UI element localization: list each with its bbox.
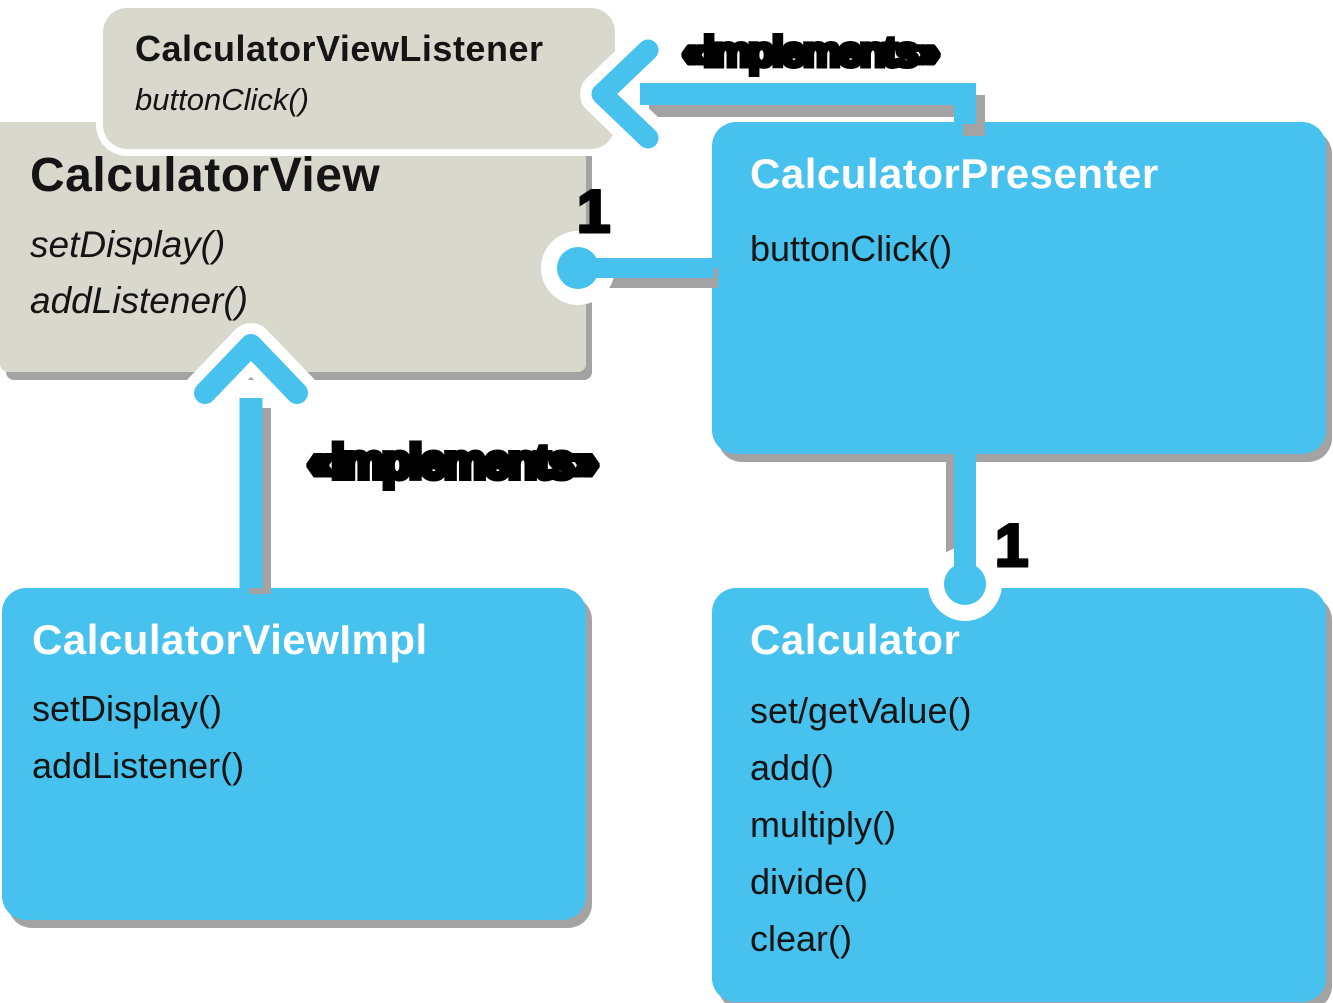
method-item: multiply(): [750, 804, 897, 845]
class-title: CalculatorViewListener: [135, 28, 544, 69]
method-item: addListener(): [32, 745, 245, 786]
class-box-calculator-view: CalculatorView setDisplay() addListener(…: [0, 122, 586, 372]
method-item: buttonClick(): [750, 228, 953, 269]
method-item: divide(): [750, 861, 869, 902]
method-item: clear(): [750, 918, 853, 959]
implements-label-top: «implements»: [679, 26, 942, 78]
method-list: setDisplay() addListener(): [32, 680, 586, 794]
class-title: CalculatorViewImpl: [32, 616, 428, 663]
method-item: setDisplay(): [32, 688, 223, 729]
method-item: addListener(): [30, 280, 249, 321]
method-item: buttonClick(): [135, 82, 309, 117]
implements-label-left: «implements»: [304, 432, 601, 491]
arrow-line: [640, 83, 976, 124]
class-box-calculator-presenter: CalculatorPresenter buttonClick(): [712, 122, 1326, 454]
method-item: add(): [750, 747, 835, 788]
multiplicity-label-calculator: 1: [993, 512, 1029, 579]
class-box-calculator: Calculator set/getValue() add() multiply…: [712, 588, 1326, 1002]
method-list: setDisplay() addListener(): [30, 217, 586, 329]
method-list: set/getValue() add() multiply() divide()…: [750, 682, 1326, 967]
class-box-calculator-view-listener: CalculatorViewListener buttonClick(): [103, 8, 615, 149]
class-title: Calculator: [750, 616, 961, 663]
method-list: buttonClick(): [750, 220, 1326, 277]
class-box-calculator-view-impl: CalculatorViewImpl setDisplay() addListe…: [2, 588, 586, 920]
method-item: set/getValue(): [750, 690, 972, 731]
class-title: CalculatorPresenter: [750, 150, 1159, 197]
method-item: setDisplay(): [30, 224, 226, 265]
multiplicity-label-view: 1: [575, 178, 611, 245]
class-title: CalculatorView: [30, 149, 381, 202]
